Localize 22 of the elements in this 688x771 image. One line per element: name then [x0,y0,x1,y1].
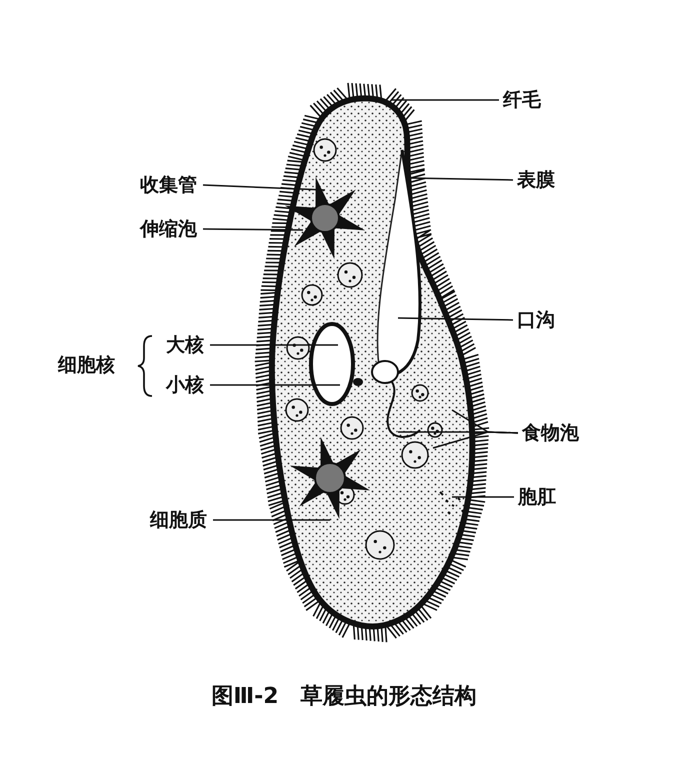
leader-line [398,317,514,321]
part-label: 表膜 [517,168,555,193]
leader-line [202,184,326,191]
part-label: 小核 [166,373,204,398]
part-label: 纤毛 [503,88,541,113]
leader-line [210,384,340,386]
leader-line [213,519,330,521]
leader-line [432,431,518,449]
part-label: 收集管 [140,173,197,198]
part-label: 口沟 [517,308,555,333]
part-label: 食物泡 [522,421,579,446]
part-label: 细胞质 [150,508,207,533]
part-label: 伸缩泡 [140,217,197,242]
leader-line [210,344,338,346]
leader-line [452,496,514,498]
leader-line [410,177,514,181]
part-label: 大核 [166,333,204,358]
part-label: 胞肛 [518,485,556,510]
leader-line [392,99,499,101]
leader-line [203,228,303,231]
figure-caption: 图Ⅲ-2 草履虫的形态结构 [210,683,478,711]
group-label: 细胞核 [58,353,115,378]
